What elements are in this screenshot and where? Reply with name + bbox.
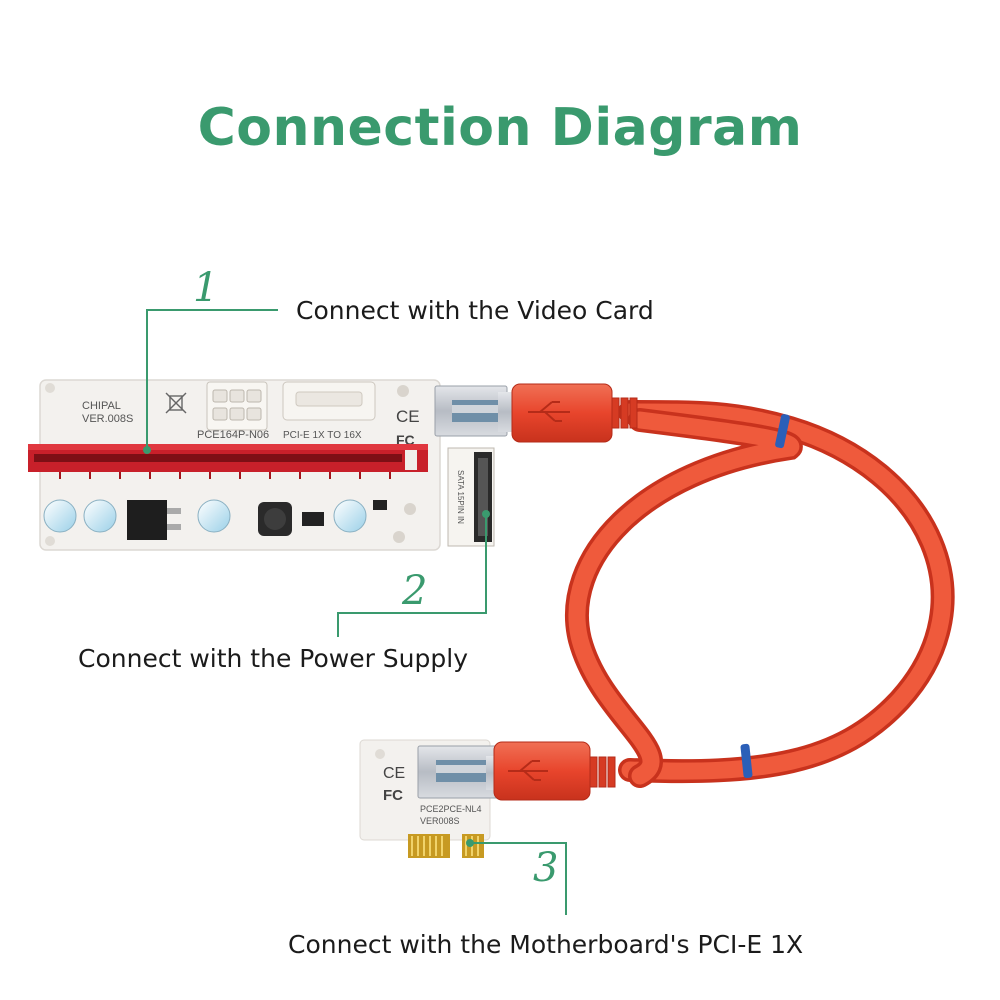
callout-number-2: 2 [402,568,428,614]
adapter-version: VER008S [420,816,460,826]
pcie-x16-slot [28,444,428,479]
riser-slot-text: PCI-E 1X TO 16X [283,430,362,441]
callout-line-2 [337,510,490,637]
adapter-model: PCE2PCE-NL4 [420,804,482,814]
page-title: Connection Diagram [197,98,803,158]
sata-power-connector [447,447,495,547]
capacitor [83,499,117,533]
riser-board: CE FC CHIPAL VER.008S PCE164P-N06 PCI-E … [28,379,508,551]
weee-bin-icon [165,392,187,414]
cable-tie-band [775,414,790,449]
adapter-usb-port [417,745,501,799]
riser-usb-port [434,385,508,437]
callout-number-3: 3 [533,845,559,891]
usb-symbol-icon [508,760,548,781]
callout-number-1: 1 [193,265,219,311]
usb-symbol-icon [528,401,570,422]
usb-cable [564,400,955,788]
riser-model: PCE164P-N06 [197,429,269,441]
callout-line-1 [143,309,278,454]
chip [373,500,387,510]
six-pin-power-connector [206,381,268,431]
chip [302,512,324,526]
callout-label-1: Connect with the Video Card [296,296,654,325]
riser-sata-text: SATA 15PIN IN [456,470,465,524]
adapter-cable-plug [486,741,616,801]
callout-label-3: Connect with the Motherboard's PCI-E 1X [288,930,804,959]
riser-cable-plug [498,383,638,443]
riser-version: VER.008S [82,413,133,425]
capacitor [333,499,367,533]
cable-tie-band [740,743,753,779]
voltage-regulator [127,500,167,540]
riser-brand: CHIPAL [82,400,121,412]
adapter-ce-mark: CE [383,765,405,782]
ce-mark: CE [396,407,420,426]
capacitor [43,499,77,533]
adapter-fcc-mark: FC [383,787,403,804]
callout-line-3 [466,839,567,915]
capacitor [197,499,231,533]
pcie-x1-adapter-card: CE FC PCE2PCE-NL4 VER008S [359,739,501,858]
callout-label-2: Connect with the Power Supply [78,644,469,673]
